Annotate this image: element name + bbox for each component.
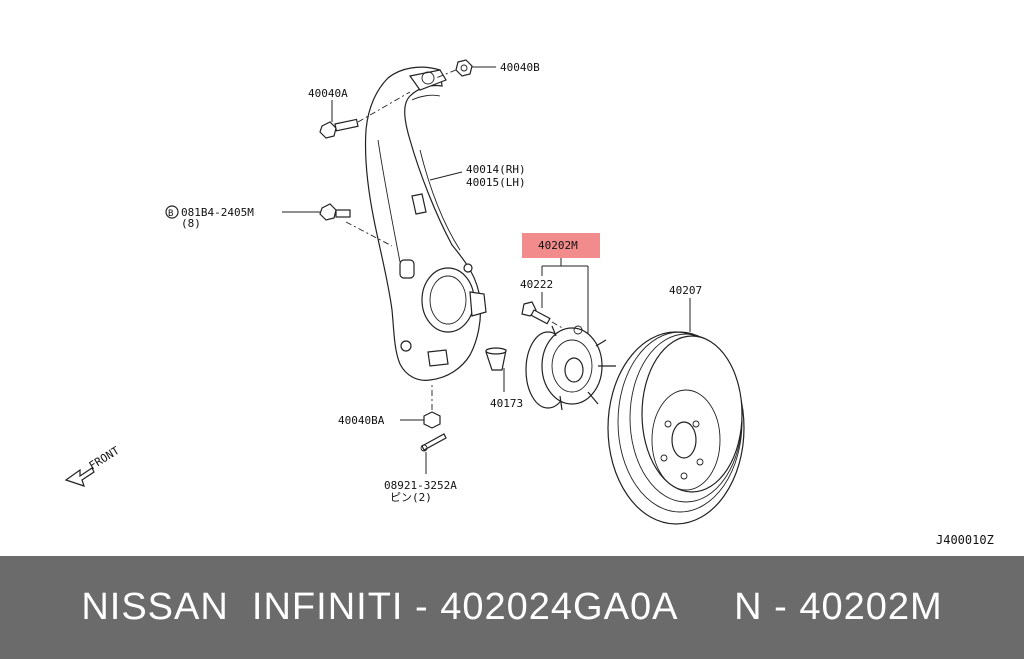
label-08921: 08921-3252A [384, 479, 457, 492]
label-40040ba: 40040BA [338, 414, 385, 427]
label-knuckle-rh: 40014(RH) [466, 163, 526, 176]
label-40202m: 40202M [538, 239, 578, 252]
b-marker: B [168, 209, 173, 219]
steering-knuckle [364, 66, 487, 381]
bolt-40040a [319, 91, 411, 139]
parts-diagram: 40040B 40040A 40014(RH) 40015(LH) B 081B… [64, 59, 994, 547]
hub-bearing [525, 325, 616, 411]
label-40222: 40222 [520, 278, 553, 291]
b-marker-circle [165, 205, 179, 219]
hub-bolt-40222 [521, 301, 567, 331]
label-081b4: 081B4-2405M [181, 206, 254, 219]
leader-knuckle [429, 171, 463, 181]
brake-rotor [607, 331, 745, 525]
label-40040a: 40040A [308, 87, 348, 100]
label-40207: 40207 [669, 284, 702, 297]
label-08921-qty: ピン(2) [390, 491, 432, 504]
part-number-banner: NISSAN INFINITI - 402024GA0A N - 40202M [0, 556, 1024, 659]
banner-text: NISSAN INFINITI - 402024GA0A N - 40202M [81, 586, 943, 628]
nut-40040b [435, 59, 496, 79]
diagram-id: J400010Z [936, 533, 994, 547]
bolt-081b4: B [165, 203, 393, 247]
label-front: FRONT [87, 444, 122, 473]
label-40040b: 40040B [500, 61, 540, 74]
label-knuckle-lh: 40015(LH) [466, 176, 526, 189]
nut-40040ba [400, 382, 441, 429]
cotter-pin [420, 433, 447, 474]
seal-40173 [485, 347, 507, 392]
label-40173: 40173 [490, 397, 523, 410]
hub-highlight [522, 233, 600, 258]
front-arrow: FRONT [64, 444, 122, 487]
label-081b4-qty: (8) [181, 217, 201, 230]
